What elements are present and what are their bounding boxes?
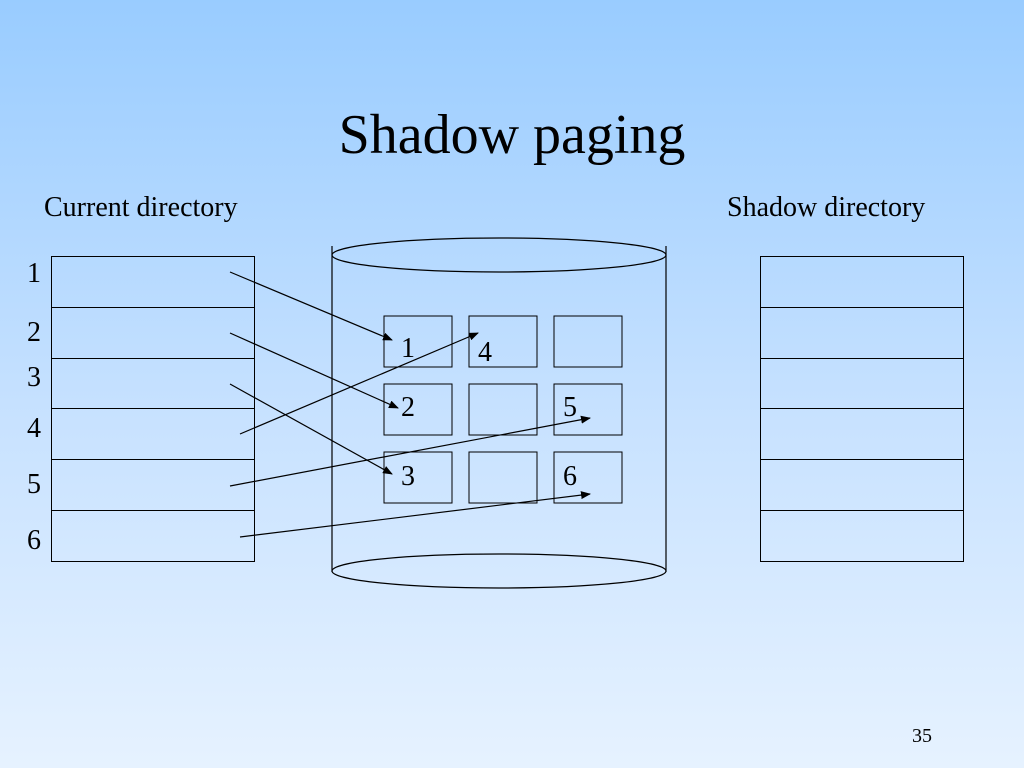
disk-page-label: 4 <box>478 337 492 368</box>
disk-page <box>468 315 538 368</box>
disk-page <box>553 315 623 368</box>
pointer-arrow <box>229 383 393 475</box>
directory-entry <box>761 510 963 561</box>
disk-page <box>468 383 538 436</box>
directory-entry <box>52 306 254 358</box>
pointer-arrow <box>239 332 479 435</box>
directory-entry <box>52 459 254 510</box>
row-number: 4 <box>27 413 41 444</box>
disk-page-label: 6 <box>563 461 577 492</box>
disk-page-label: 2 <box>401 392 415 423</box>
disk-page <box>468 451 538 504</box>
pointer-arrow <box>239 491 591 538</box>
current-directory-label: Current directory <box>44 192 238 223</box>
directory-entry <box>52 510 254 561</box>
disk-page-label: 5 <box>563 392 577 423</box>
disk-cylinder <box>331 237 667 589</box>
disk-page <box>383 315 453 368</box>
disk-page <box>553 383 623 436</box>
directory-entry <box>52 357 254 409</box>
slide-number: 35 <box>912 725 932 747</box>
disk-page <box>383 451 453 504</box>
directory-entry <box>761 408 963 459</box>
disk-page-grid <box>383 315 623 504</box>
disk-page-label: 1 <box>401 333 415 364</box>
directory-entry <box>761 357 963 409</box>
pointer-arrows <box>229 271 591 538</box>
shadow-directory-table <box>760 256 964 562</box>
pointer-arrow <box>229 332 399 409</box>
current-directory-table <box>51 256 255 562</box>
directory-entry <box>761 459 963 510</box>
pointer-arrow <box>229 271 393 341</box>
disk-page <box>383 383 453 436</box>
row-number: 5 <box>27 469 41 500</box>
pointer-arrow <box>229 415 591 487</box>
row-number: 3 <box>27 362 41 393</box>
directory-entry <box>761 306 963 358</box>
disk-page-label: 3 <box>401 461 415 492</box>
row-number: 6 <box>27 525 41 556</box>
shadow-directory-label: Shadow directory <box>727 192 926 223</box>
directory-entry <box>52 408 254 459</box>
row-number: 2 <box>27 317 41 348</box>
row-number: 1 <box>27 258 41 289</box>
slide-title: Shadow paging <box>338 104 686 166</box>
disk-page <box>553 451 623 504</box>
